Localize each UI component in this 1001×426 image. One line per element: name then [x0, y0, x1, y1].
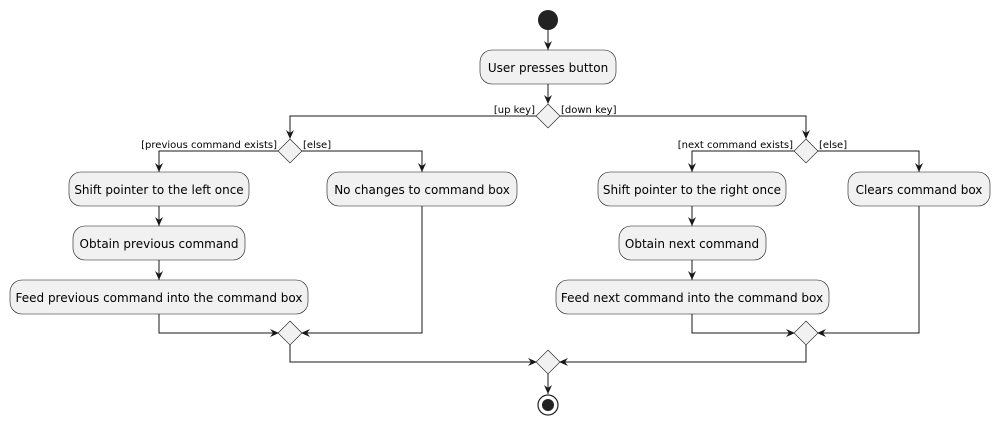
arrowhead [544, 95, 552, 104]
guard-previous-exists: [previous command exists] [141, 140, 277, 151]
activity-label: Feed previous command into the command b… [16, 291, 303, 305]
guard-else-left: [else] [303, 140, 331, 151]
arrowhead [544, 41, 552, 50]
activity-shift-right: Shift pointer to the right once [597, 171, 787, 207]
activity-label: Obtain next command [625, 237, 759, 251]
arrowhead [155, 217, 163, 226]
end-node [537, 394, 559, 416]
guard-else-right: [else] [819, 140, 847, 151]
decision-key-pressed [535, 103, 561, 129]
activity-clears-box: Clears command box [847, 171, 991, 207]
merge-final [535, 349, 561, 375]
guard-down-key: [down key] [561, 105, 617, 116]
guard-up-key: [up key] [494, 105, 535, 116]
activity-label: Feed next command into the command box [561, 291, 823, 305]
arrowhead [915, 163, 923, 172]
decision-next-exists [793, 138, 819, 164]
arrowhead [270, 329, 279, 337]
arrowheads [155, 41, 923, 394]
arrowhead [802, 130, 810, 139]
edge-up-key [289, 115, 536, 137]
edge-no-changes-to-merge [302, 206, 423, 334]
arrowhead [688, 217, 696, 226]
arrowhead [688, 271, 696, 280]
edge-left-else [302, 150, 423, 172]
decision-previous-exists [277, 138, 303, 164]
arrowhead [301, 329, 310, 337]
merge-left [277, 320, 303, 346]
arrowhead [155, 163, 163, 172]
activity-feed-next: Feed next command into the command box [555, 279, 830, 315]
arrowhead [544, 385, 552, 394]
arrowhead [155, 271, 163, 280]
merge-right [793, 320, 819, 346]
activity-label: User presses button [488, 61, 608, 75]
edge-down-key [560, 115, 807, 137]
arrowhead [559, 358, 568, 366]
activity-label: Clears command box [856, 183, 983, 197]
arrowhead [286, 130, 294, 139]
edge-feed-prev-to-merge [158, 314, 278, 334]
activity-obtain-next: Obtain next command [618, 225, 767, 261]
activity-feed-previous: Feed previous command into the command b… [9, 279, 309, 315]
activity-label: No changes to command box [334, 183, 510, 197]
activity-shift-left: Shift pointer to the left once [68, 171, 250, 207]
activity-no-changes: No changes to command box [326, 171, 518, 207]
start-node [538, 10, 558, 30]
edge-right-next-exists [691, 150, 794, 172]
edges [158, 30, 920, 394]
activity-user-presses-button: User presses button [479, 49, 617, 85]
arrowhead [817, 329, 826, 337]
activity-obtain-previous: Obtain previous command [72, 225, 246, 261]
arrowhead [418, 163, 426, 172]
edge-right-merge-to-final [560, 345, 807, 363]
arrowhead [528, 358, 537, 366]
activity-label: Obtain previous command [80, 237, 239, 251]
edge-clears-to-merge [818, 206, 920, 334]
arrowhead [786, 329, 795, 337]
activity-label: Shift pointer to the left once [74, 183, 243, 197]
edge-left-merge-to-final [289, 345, 536, 363]
edge-left-prev-exists [158, 150, 278, 172]
activity-label: Shift pointer to the right once [603, 183, 781, 197]
edge-feed-next-to-merge [691, 314, 794, 334]
guard-next-exists: [next command exists] [678, 140, 793, 151]
edge-right-else [818, 150, 920, 172]
arrowhead [688, 163, 696, 172]
